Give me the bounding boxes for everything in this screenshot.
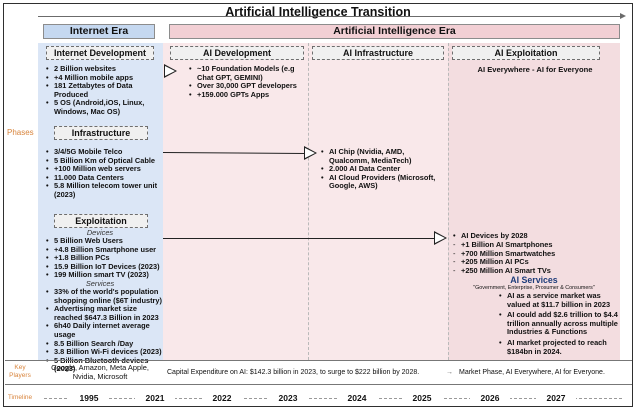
arrow-head-development: [164, 64, 177, 78]
internet-infrastructure-list: 3/4/5G Mobile Telco 5 Billion Km of Opti…: [45, 147, 163, 200]
internet-devices-list: 5 Billion Web Users +4.8 Billion Smartph…: [45, 236, 163, 280]
list-item: 2.000 AI Data Center: [320, 165, 438, 174]
list-item: 5.8 Million telecom tower unit (2023): [45, 182, 163, 199]
year-label: 2027: [536, 393, 576, 403]
ai-development-list: ~10 Foundation Models (e.g Chat GPT, GEM…: [188, 64, 308, 100]
ai-exploitation-tagline: AI Everywhere - AI for Everyone: [477, 65, 593, 74]
ai-services-title: AI Services: [510, 275, 558, 285]
list-item: Over 30,000 GPT developers: [188, 82, 308, 91]
column-separator: [448, 43, 449, 360]
list-item: +100 Million web servers: [45, 165, 163, 174]
ai-development-title: AI Development: [170, 46, 304, 60]
list-item: +250 Million AI Smart TVs: [452, 265, 612, 276]
list-item: 15.9 Billion IoT Devices (2023): [45, 262, 163, 272]
arrow-head-exploitation: [434, 231, 447, 245]
internet-exploitation-title: Exploitation: [54, 214, 148, 228]
list-item: 11.000 Data Centers: [45, 173, 163, 183]
internet-infrastructure-title: Infrastructure: [54, 126, 148, 140]
list-item: 33% of the world's population shopping o…: [45, 287, 165, 305]
timeline-line: [44, 398, 622, 399]
outer-frame: [3, 3, 633, 407]
ai-infrastructure-list: AI Chip (Nvidia, AMD, Qualcomm, MediaTec…: [320, 147, 438, 191]
list-item: 181 Zettabytes of Data Produced: [45, 81, 163, 99]
ai-services-subtitle: "Government, Enterprise, Prosumer & Cons…: [473, 285, 595, 291]
list-item: 2 Billion websites: [45, 64, 163, 74]
list-item: AI market projected to reach $184bn in 2…: [498, 338, 618, 356]
list-item: 3.8 Billion Wi-Fi devices (2023): [45, 348, 165, 357]
list-item: +1 Billion AI Smartphones: [452, 240, 612, 250]
ai-devices-list: +1 Billion AI Smartphones +700 Million S…: [452, 240, 612, 276]
list-item: 6h40 Daily internet average usage: [45, 322, 165, 339]
divider: [5, 360, 632, 361]
arrow-line-exploitation: [163, 238, 435, 239]
list-item: AI Cloud Providers (Microsoft, Google, A…: [320, 173, 438, 191]
internet-services-list: 33% of the world's population shopping o…: [45, 287, 165, 374]
list-item: 3/4/5G Mobile Telco: [45, 147, 163, 157]
year-label: 2024: [337, 393, 377, 403]
year-label: 2023: [268, 393, 308, 403]
year-label: 2026: [470, 393, 510, 403]
internet-era-header: Internet Era: [43, 24, 155, 39]
ai-devices-title: AI Devices by 2028: [452, 231, 612, 241]
list-item: +1.8 Billion PCs: [45, 254, 163, 263]
list-item: AI Chip (Nvidia, AMD, Qualcomm, MediaTec…: [320, 147, 438, 165]
key-players-label: Key Players: [9, 364, 31, 379]
list-item: ~10 Foundation Models (e.g Chat GPT, GEM…: [188, 64, 308, 82]
internet-key-players: Google, Amazon, Meta Apple, Nvidia, Micr…: [51, 363, 149, 381]
column-separator: [308, 43, 309, 360]
list-item: 5 Billion Km of Optical Cable: [45, 156, 163, 166]
ai-exploitation-title: AI Exploitation: [452, 46, 600, 60]
list-item: +4 Million mobile apps: [45, 73, 163, 83]
list-item: AI as a service market was valued at $11…: [498, 291, 618, 309]
ai-capex-text: Capital Expenditure on AI: $142.3 billio…: [167, 369, 420, 376]
arrow-head-infrastructure: [304, 146, 317, 160]
year-label: 1995: [69, 393, 109, 403]
title-arrow-head: [620, 13, 626, 19]
list-item-text: +1 Billion AI Smartphones: [461, 240, 553, 249]
internet-development-list: 2 Billion websites +4 Million mobile app…: [45, 64, 163, 117]
list-item: 8.5 Billion Search /Day: [45, 339, 165, 349]
internet-development-title: Internet Development: [46, 46, 154, 60]
list-item: 5 Billion Web Users: [45, 236, 163, 246]
list-item: AI could add $2.6 trillion to $4.4 trill…: [498, 310, 618, 337]
divider: [5, 384, 632, 385]
ai-devices-title-list: AI Devices by 2028: [452, 231, 612, 241]
phases-label: Phases: [7, 128, 34, 137]
ai-services-list: AI as a service market was valued at $11…: [498, 291, 618, 356]
list-item: 199 Million smart TV (2023): [45, 271, 163, 280]
year-label: 2022: [202, 393, 242, 403]
ai-infrastructure-title: AI Infrastructure: [312, 46, 444, 60]
list-item: Advertising market size reached $647.3 B…: [45, 304, 165, 322]
title-arrow-line: [38, 16, 623, 17]
list-item-text: +700 Million Smartwatches: [461, 248, 556, 258]
list-item: +4.8 Billion Smartphone user: [45, 245, 163, 255]
list-item: +159.000 GPTs Apps: [188, 90, 308, 100]
key-players-arrow: →: [446, 369, 453, 376]
services-subheading: Services: [85, 279, 115, 288]
list-item: +205 Million AI PCs: [452, 257, 612, 267]
year-label: 2021: [135, 393, 175, 403]
devices-subheading: Devices: [86, 228, 114, 237]
ai-era-header: Artificial Intelligence Era: [169, 24, 620, 39]
list-item-text: +205 Million AI PCs: [461, 257, 529, 267]
year-label: 2025: [402, 393, 442, 403]
list-item-text: +250 Million AI Smart TVs: [461, 265, 551, 275]
timeline-label: Timeline: [7, 394, 33, 401]
list-item: 5 OS (Android,iOS, Linux, Windows, Mac O…: [45, 99, 163, 116]
list-item: +700 Million Smartwatches: [452, 248, 612, 259]
page-title: Artificial Intelligence Transition: [225, 5, 411, 19]
ai-market-text: Market Phase, AI Everywhere, AI for Ever…: [459, 369, 605, 376]
